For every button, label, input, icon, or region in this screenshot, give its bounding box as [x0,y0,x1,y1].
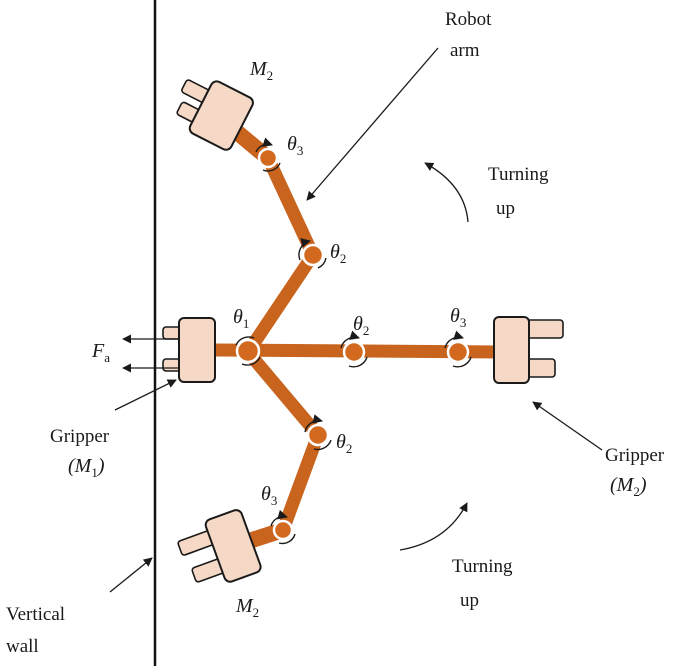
gripper-top [176,79,254,151]
theta3-right-label: θ3 [450,305,466,330]
robot-arm-label-2: arm [450,40,480,61]
gripper-right [493,316,564,384]
theta1-label: θ1 [233,306,249,331]
robot-arm-label-1: Robot [445,9,492,30]
link-upper-2 [262,155,319,258]
joint-right-theta2 [340,330,368,368]
wall-pointer [109,557,153,593]
joint-upper-theta2 [298,238,327,269]
turning-up-top-arrow [424,162,469,223]
gripper-left-label: Gripper [50,426,110,447]
m2-top-label: M2 [249,58,273,83]
gripper-right-label: Gripper [605,445,665,466]
joint-right-theta3 [444,330,472,368]
m1-label: (M1) [68,455,105,480]
joint-upper-theta3 [255,137,281,172]
joint-theta1 [235,336,261,366]
theta2-upper-label: θ2 [330,241,346,266]
m2-right-label: (M2) [610,474,647,499]
text-labels: Robot arm Turning up Turning up Gripper … [6,9,665,657]
m2-bottom-label: M2 [235,595,259,620]
vertical-wall-label-2: wall [6,636,39,657]
joint-lower-theta2 [304,414,332,451]
turning-up-top-label-1: Turning [488,164,549,185]
joints [235,137,472,545]
theta3-lower-label: θ3 [261,483,277,508]
theta2-lower-label: θ2 [336,431,352,456]
theta2-right-label: θ2 [353,313,369,338]
gripper-left [162,317,216,383]
turning-up-top-label-2: up [496,198,515,219]
turning-up-bottom-label-1: Turning [452,556,513,577]
gripper-right-pointer [532,401,603,451]
force-label: Fa [91,340,110,365]
vertical-wall-label-1: Vertical [6,604,65,625]
turning-up-bottom-arrow [399,502,468,551]
theta3-upper-label: θ3 [287,133,303,158]
annotation-arrows [109,47,603,593]
link-lower-2 [276,432,325,533]
robot-arm-pointer [306,47,439,201]
link-lower-1 [243,347,323,440]
joint-lower-theta3 [270,509,296,545]
gripper-bottom [177,509,262,583]
turning-up-bottom-label-2: up [460,590,479,611]
gripper-left-pointer [114,379,177,411]
link-upper-1 [242,251,319,356]
